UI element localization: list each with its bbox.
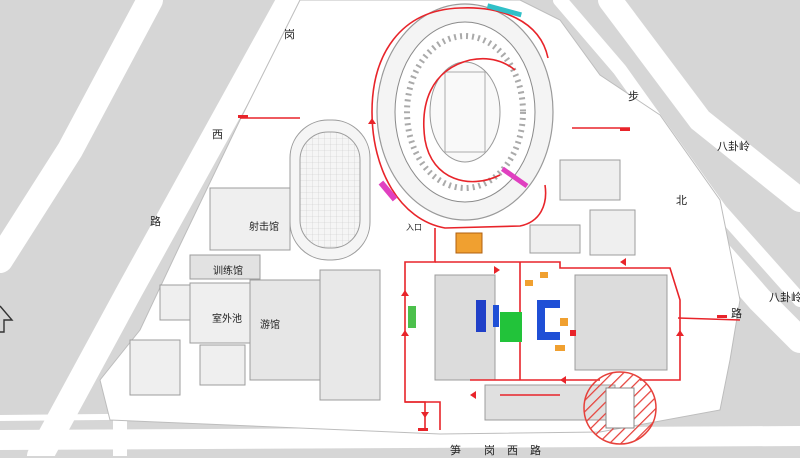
street-label: 西	[507, 444, 518, 457]
stage-block	[455, 232, 483, 254]
gate-mark-green	[408, 306, 416, 328]
compass-arrow-icon	[0, 305, 14, 333]
blue-zone	[537, 300, 560, 340]
street-label: 西	[212, 128, 223, 141]
booth-cluster	[525, 272, 576, 351]
entrance-marker-icon	[238, 115, 727, 431]
street-label: 笋	[450, 444, 461, 457]
street-label: 路	[731, 307, 742, 320]
district-label: 八卦岭	[717, 140, 750, 153]
building-label: 室外池	[212, 314, 242, 325]
gate-label: 入口	[406, 223, 422, 232]
gate-mark-cyan	[486, 3, 522, 18]
restricted-hatch-icon	[583, 371, 657, 445]
street-label: 路	[150, 215, 161, 228]
stand-mark-magenta	[378, 180, 398, 202]
street-label: 岗	[284, 28, 295, 41]
building-label: 训练馆	[213, 266, 243, 277]
stand-mark-magenta-2	[500, 166, 529, 189]
street-label: 路	[530, 444, 541, 457]
building-label: 游馆	[260, 320, 280, 331]
building-label: 射击馆	[249, 222, 279, 233]
blue-mark	[493, 305, 499, 327]
building-footprints	[129, 119, 668, 421]
route-arrow-icon	[368, 118, 684, 418]
street-label: 岗	[484, 444, 495, 457]
main-stadium	[376, 3, 554, 221]
street-label: 步	[628, 90, 639, 103]
district-label: 八卦岭	[769, 291, 800, 304]
green-zone	[500, 312, 522, 342]
blue-mark-2	[476, 300, 486, 332]
street-label: 北	[676, 194, 687, 207]
